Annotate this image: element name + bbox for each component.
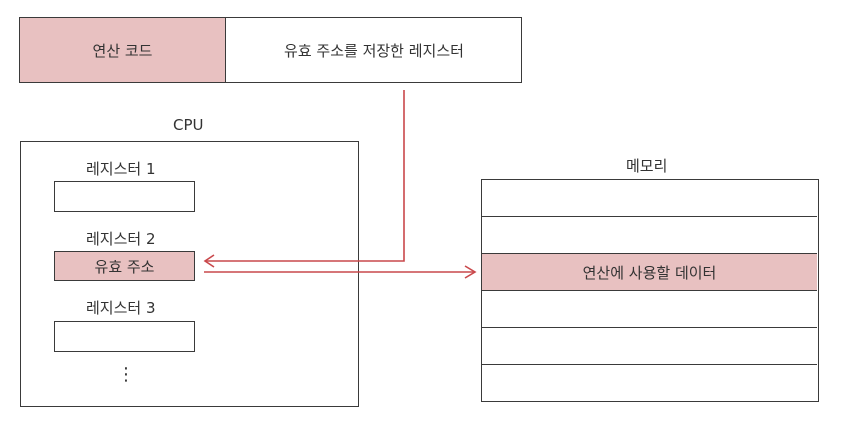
register-2-value: 유효 주소 (94, 257, 155, 276)
memory-cell-data-label: 연산에 사용할 데이터 (582, 263, 717, 282)
register-to-memory-arrowhead (464, 265, 477, 279)
opcode-field: 연산 코드 (20, 18, 226, 82)
register-1 (54, 181, 195, 212)
memory-cell-1 (482, 180, 817, 217)
register-3-label: 레지스터 3 (86, 299, 156, 317)
memory-title: 메모리 (626, 157, 668, 175)
memory-cell-6 (482, 365, 817, 400)
register-2: 유효 주소 (54, 251, 195, 281)
register-3 (54, 321, 195, 352)
opcode-label: 연산 코드 (92, 41, 153, 60)
operand-label: 유효 주소를 저장한 레지스터 (284, 41, 464, 60)
register-1-label: 레지스터 1 (86, 160, 156, 178)
memory-cell-data: 연산에 사용할 데이터 (482, 254, 817, 291)
cpu-title: CPU (173, 116, 204, 134)
memory-box: 연산에 사용할 데이터 (481, 179, 819, 402)
memory-cell-4 (482, 291, 817, 328)
memory-cell-5 (482, 328, 817, 365)
register-ellipsis: ⋮ (117, 364, 135, 385)
register-2-label: 레지스터 2 (86, 230, 156, 248)
operand-field: 유효 주소를 저장한 레지스터 (227, 18, 521, 82)
memory-cell-2 (482, 217, 817, 254)
